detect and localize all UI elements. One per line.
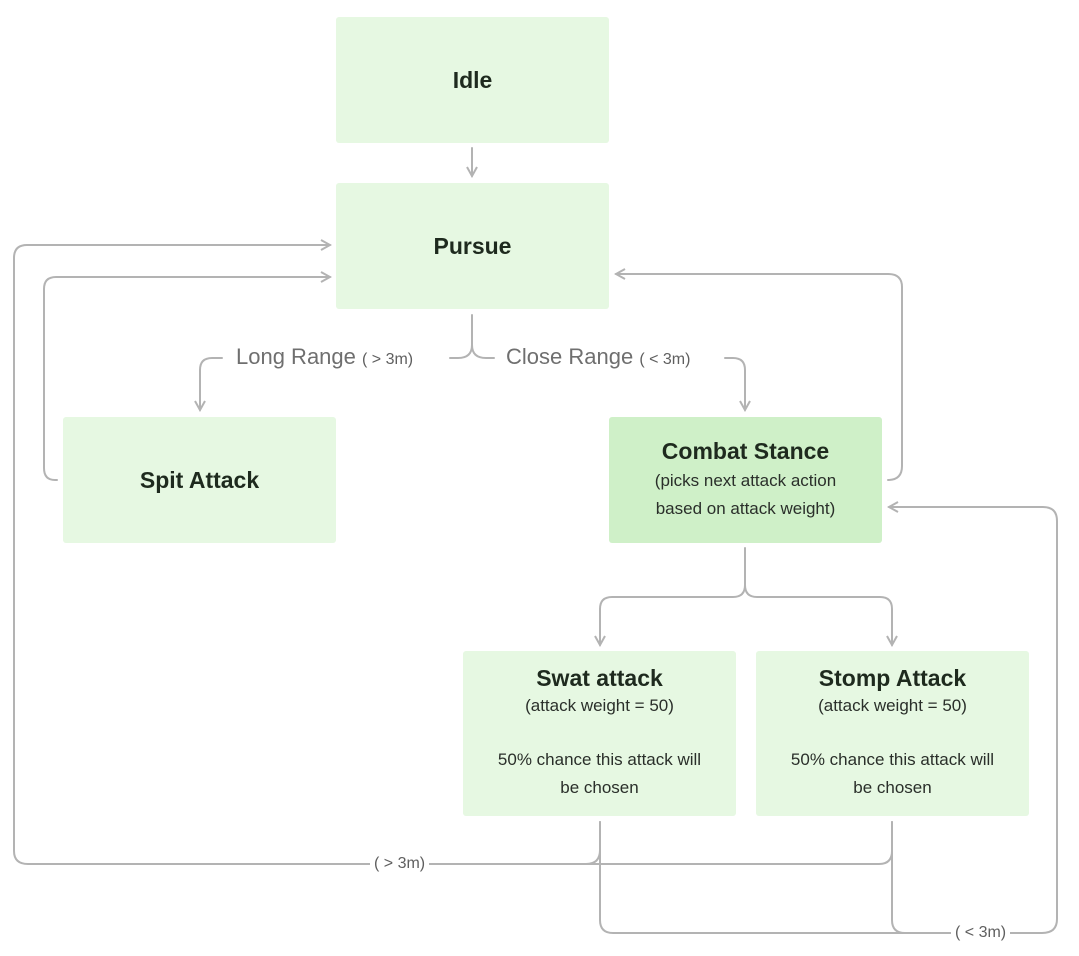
state-pursue[interactable]: Pursue — [336, 183, 609, 309]
state-spit-attack[interactable]: Spit Attack — [63, 417, 336, 543]
state-stomp-attack-title: Stomp Attack — [818, 665, 967, 691]
state-spit-attack-title: Spit Attack — [139, 466, 260, 493]
state-stomp-attack-weight: (attack weight = 50) — [818, 696, 967, 715]
edge-label-long-range-text: Long Range — [236, 344, 356, 369]
edge-label-close-range-text: Close Range — [506, 344, 634, 369]
edge-label-far-loop: ( > 3m) — [370, 855, 430, 873]
state-stomp-attack-chance-2: be chosen — [853, 778, 932, 797]
edge-near-loop-stomp — [891, 821, 906, 934]
state-swat-attack[interactable]: Swat attack (attack weight = 50) 50% cha… — [463, 651, 736, 816]
state-combat-stance-desc-1: (picks next attack action — [654, 470, 837, 490]
edge-label-long-range: Long Range ( > 3m) — [232, 344, 418, 370]
edge-label-near-loop: ( < 3m) — [951, 924, 1011, 942]
edge-combat-split-right — [744, 584, 892, 645]
edge-combat-split — [600, 547, 746, 645]
state-combat-stance-title: Combat Stance — [661, 437, 830, 464]
edge-label-close-range-cond: ( < 3m) — [639, 351, 691, 368]
state-idle-title: Idle — [452, 66, 493, 93]
edge-label-close-range: Close Range ( < 3m) — [502, 344, 695, 370]
edge-pursue-split — [449, 314, 495, 359]
state-swat-attack-chance-2: be chosen — [560, 778, 639, 797]
state-swat-attack-title: Swat attack — [536, 665, 663, 691]
edge-label-long-range-cond: ( > 3m) — [362, 351, 414, 368]
state-combat-stance-desc-2: based on attack weight) — [655, 498, 836, 518]
state-stomp-attack-chance-1: 50% chance this attack will — [790, 750, 995, 769]
state-swat-attack-chance-1: 50% chance this attack will — [497, 750, 702, 769]
edge-near-loop — [599, 507, 1058, 934]
edge-close-range — [724, 357, 745, 410]
state-combat-stance[interactable]: Combat Stance (picks next attack action … — [609, 417, 882, 543]
state-idle[interactable]: Idle — [336, 17, 609, 143]
edge-combat-to-pursue — [616, 274, 903, 481]
state-stomp-attack[interactable]: Stomp Attack (attack weight = 50) 50% ch… — [756, 651, 1029, 816]
edge-spit-to-pursue — [43, 277, 330, 481]
edge-long-range — [200, 357, 223, 410]
state-pursue-title: Pursue — [433, 232, 512, 259]
state-swat-attack-weight: (attack weight = 50) — [525, 696, 674, 715]
